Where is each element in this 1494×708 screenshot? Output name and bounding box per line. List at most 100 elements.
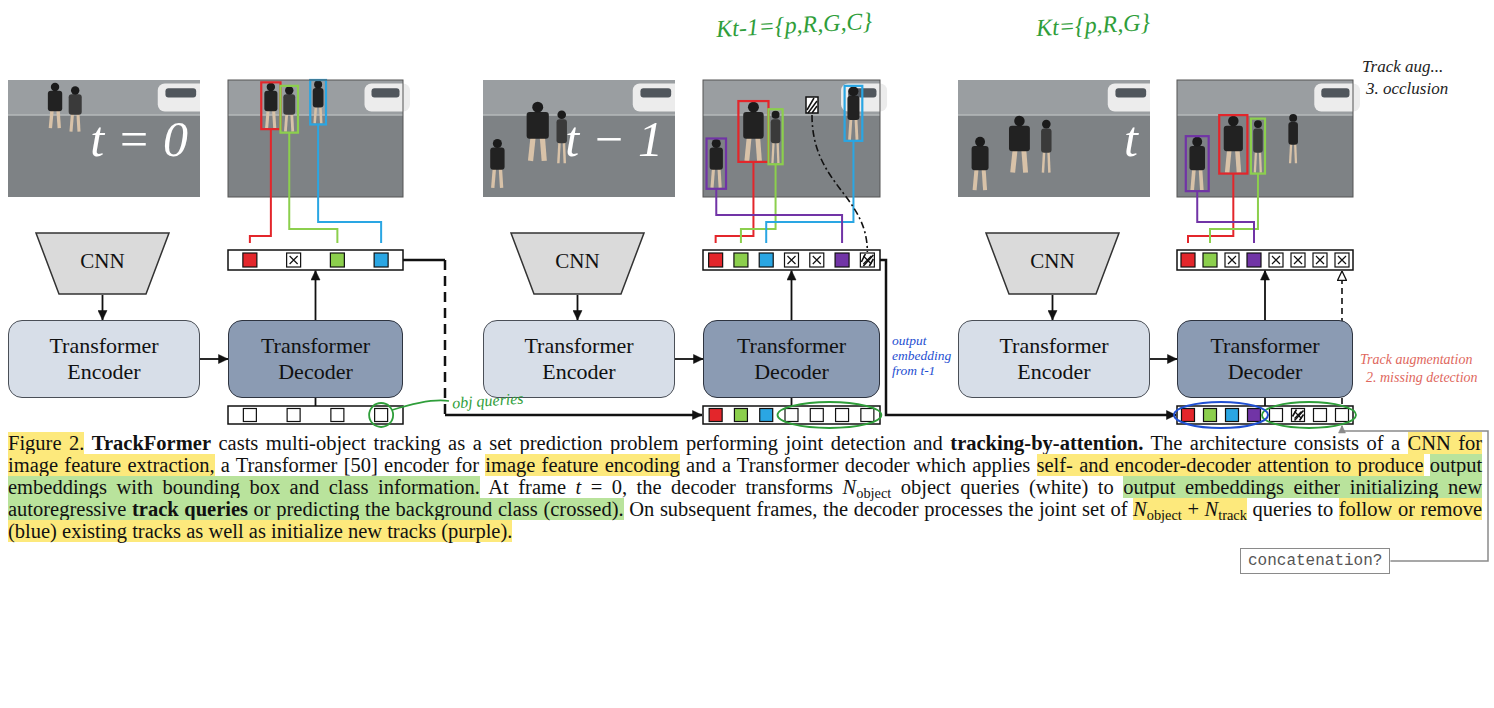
handwritten-note: 3. occlusion bbox=[1366, 80, 1448, 99]
caption-run bbox=[1383, 432, 1390, 454]
caption-run: (white) bbox=[1029, 476, 1088, 498]
caption-run: for bbox=[1458, 432, 1482, 454]
car-window bbox=[372, 88, 400, 97]
handwritten-note: Kt={p,R,G} bbox=[1035, 9, 1150, 41]
person-body bbox=[313, 88, 324, 108]
embedding-cell bbox=[1313, 253, 1327, 267]
caption-run: the bbox=[637, 476, 662, 498]
photo-canvas bbox=[958, 80, 1150, 197]
decoder-box: Transformer Decoder bbox=[228, 320, 403, 398]
caption-run: TrackFormer bbox=[92, 432, 211, 454]
embedding-cell bbox=[1336, 409, 1349, 422]
caption-run: encoder-decoder bbox=[1115, 454, 1251, 476]
caption-run bbox=[603, 432, 610, 454]
caption-run: or bbox=[254, 498, 271, 520]
embedding-cell bbox=[1181, 253, 1195, 267]
track-query-link bbox=[445, 414, 702, 417]
embedding-cell bbox=[1225, 253, 1239, 267]
person-leg bbox=[1237, 149, 1239, 173]
caption-run bbox=[566, 476, 575, 498]
caption-run bbox=[1182, 432, 1189, 454]
annotation-wrap: obj queries bbox=[451, 390, 524, 413]
person-head bbox=[493, 139, 502, 148]
annotation-wrap: 2. missing detection bbox=[1366, 370, 1482, 385]
embedding-bar bbox=[703, 250, 880, 270]
person-head bbox=[772, 111, 780, 119]
car-window bbox=[1115, 88, 1146, 97]
person-leg bbox=[1259, 151, 1262, 173]
caption-run bbox=[910, 454, 916, 476]
caption-run: to bbox=[1335, 454, 1351, 476]
handwritten-note: obj queries bbox=[451, 390, 524, 413]
person-leg bbox=[292, 113, 293, 132]
car-window bbox=[640, 88, 671, 97]
caption-run bbox=[482, 432, 489, 454]
caption-run: Figure bbox=[8, 432, 62, 454]
caption-run bbox=[390, 498, 396, 520]
handwritten-note: Track aug... bbox=[1362, 58, 1443, 77]
person-head bbox=[975, 137, 985, 147]
annotation-wrap: 3. occlusion bbox=[1366, 80, 1448, 99]
caption-run bbox=[480, 476, 488, 498]
flow-arrow bbox=[1150, 358, 1177, 360]
embedding-cell bbox=[709, 409, 722, 422]
embedding-cell bbox=[734, 409, 747, 422]
caption-run: background bbox=[396, 498, 493, 520]
caption-run: a bbox=[722, 454, 731, 476]
input-frame: t bbox=[958, 80, 1150, 197]
caption-run bbox=[84, 432, 91, 454]
embedding-cell bbox=[374, 253, 388, 267]
subscript: track bbox=[1218, 507, 1247, 523]
caption-run bbox=[1003, 498, 1009, 520]
node-text: Transformer Encoder bbox=[509, 333, 649, 386]
embedding-cell bbox=[785, 409, 798, 422]
encoder-box: Transformer Encoder bbox=[958, 320, 1150, 398]
caption-run: embeddings bbox=[8, 476, 107, 498]
caption-run: queries bbox=[1252, 498, 1311, 520]
caption-run bbox=[680, 454, 686, 476]
embedding-cell bbox=[1247, 253, 1261, 267]
person-leg bbox=[274, 109, 275, 128]
person-leg bbox=[78, 113, 79, 132]
flow-arrow bbox=[200, 358, 228, 360]
bounding-box bbox=[738, 101, 768, 162]
track-link bbox=[250, 129, 271, 243]
caption-run bbox=[535, 454, 541, 476]
person-leg bbox=[558, 141, 559, 163]
embedding-cell bbox=[810, 253, 824, 267]
caption-run bbox=[678, 432, 685, 454]
caption-run bbox=[624, 498, 630, 520]
cnn-trapezoid: CNN bbox=[35, 232, 170, 295]
caption-run bbox=[512, 432, 519, 454]
background-cross bbox=[1228, 256, 1236, 264]
caption-run bbox=[215, 454, 221, 476]
caption-run bbox=[1076, 498, 1082, 520]
background-cross bbox=[1294, 256, 1302, 264]
caption-run: track bbox=[132, 498, 179, 520]
person-head bbox=[1042, 120, 1051, 129]
query-input-line bbox=[315, 398, 317, 406]
embedding-cell bbox=[287, 409, 300, 422]
caption-run: object bbox=[901, 476, 951, 498]
node-text: t bbox=[1124, 114, 1138, 164]
caption-run bbox=[1247, 498, 1253, 520]
embedding-cell bbox=[760, 409, 773, 422]
embedding-bar bbox=[228, 406, 403, 424]
person-head bbox=[557, 110, 566, 119]
caption-run: produce bbox=[1358, 454, 1424, 476]
person-body bbox=[972, 146, 989, 170]
caption-run bbox=[751, 498, 757, 520]
caption-run: Nobject bbox=[1133, 498, 1182, 520]
caption-run: Ntrack bbox=[1205, 498, 1247, 520]
caption-run: new bbox=[1448, 476, 1482, 498]
caption-run: + bbox=[1187, 498, 1199, 520]
caption-run: detection bbox=[831, 432, 906, 454]
track-query-link bbox=[403, 259, 445, 262]
caption-run: queries bbox=[960, 476, 1019, 498]
person-leg bbox=[531, 136, 534, 161]
caption-run: transforms bbox=[745, 476, 833, 498]
person-leg bbox=[1013, 149, 1015, 173]
caption-run: autoregressive bbox=[8, 498, 126, 520]
person-leg bbox=[1192, 168, 1194, 190]
person-head bbox=[51, 83, 59, 91]
